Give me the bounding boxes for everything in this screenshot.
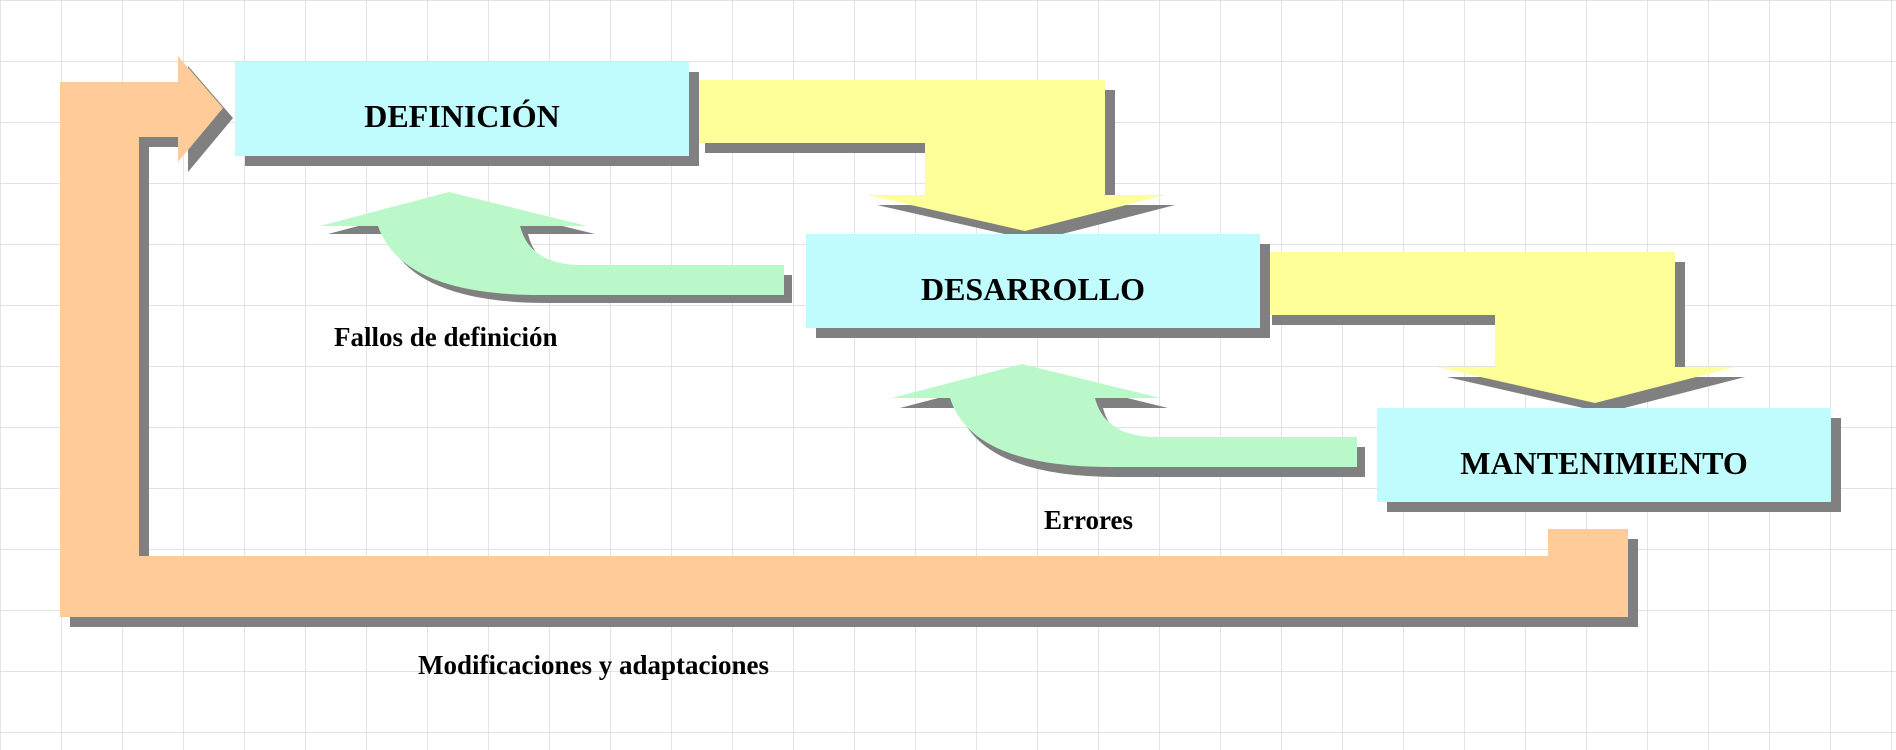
loop-arrow-modificaciones [60, 56, 1638, 627]
feedback-arrow-2-body [892, 364, 1357, 467]
stage-label-mantenimiento: MANTENIMIENTO [1460, 445, 1747, 481]
stage-box-3 [1377, 408, 1831, 502]
loop-arrow-body [60, 56, 1628, 617]
forward-arrow-desarrollo-mantenimiento [1262, 252, 1745, 413]
stage-box-1 [235, 62, 689, 156]
stage-box-mantenimiento: MANTENIMIENTO [1377, 408, 1841, 512]
label-fallos-de-definicion: Fallos de definición [334, 322, 558, 352]
forward-arrow-definicion-desarrollo [695, 80, 1175, 241]
stage-box-2 [806, 234, 1260, 328]
feedback-arrow-errores [892, 364, 1365, 477]
stage-box-definicion: DEFINICIÓN [235, 62, 699, 166]
feedback-arrow-1-body [320, 192, 784, 295]
label-errores: Errores [1044, 505, 1133, 535]
forward-arrow-2-body [1262, 252, 1735, 403]
feedback-arrow-fallos [320, 192, 792, 303]
stage-box-desarrollo: DESARROLLO [806, 234, 1270, 338]
stage-label-definicion: DEFINICIÓN [364, 98, 560, 134]
label-modificaciones-y-adaptaciones: Modificaciones y adaptaciones [418, 650, 769, 680]
forward-arrow-1-body [695, 80, 1165, 231]
stage-label-desarrollo: DESARROLLO [921, 271, 1145, 307]
